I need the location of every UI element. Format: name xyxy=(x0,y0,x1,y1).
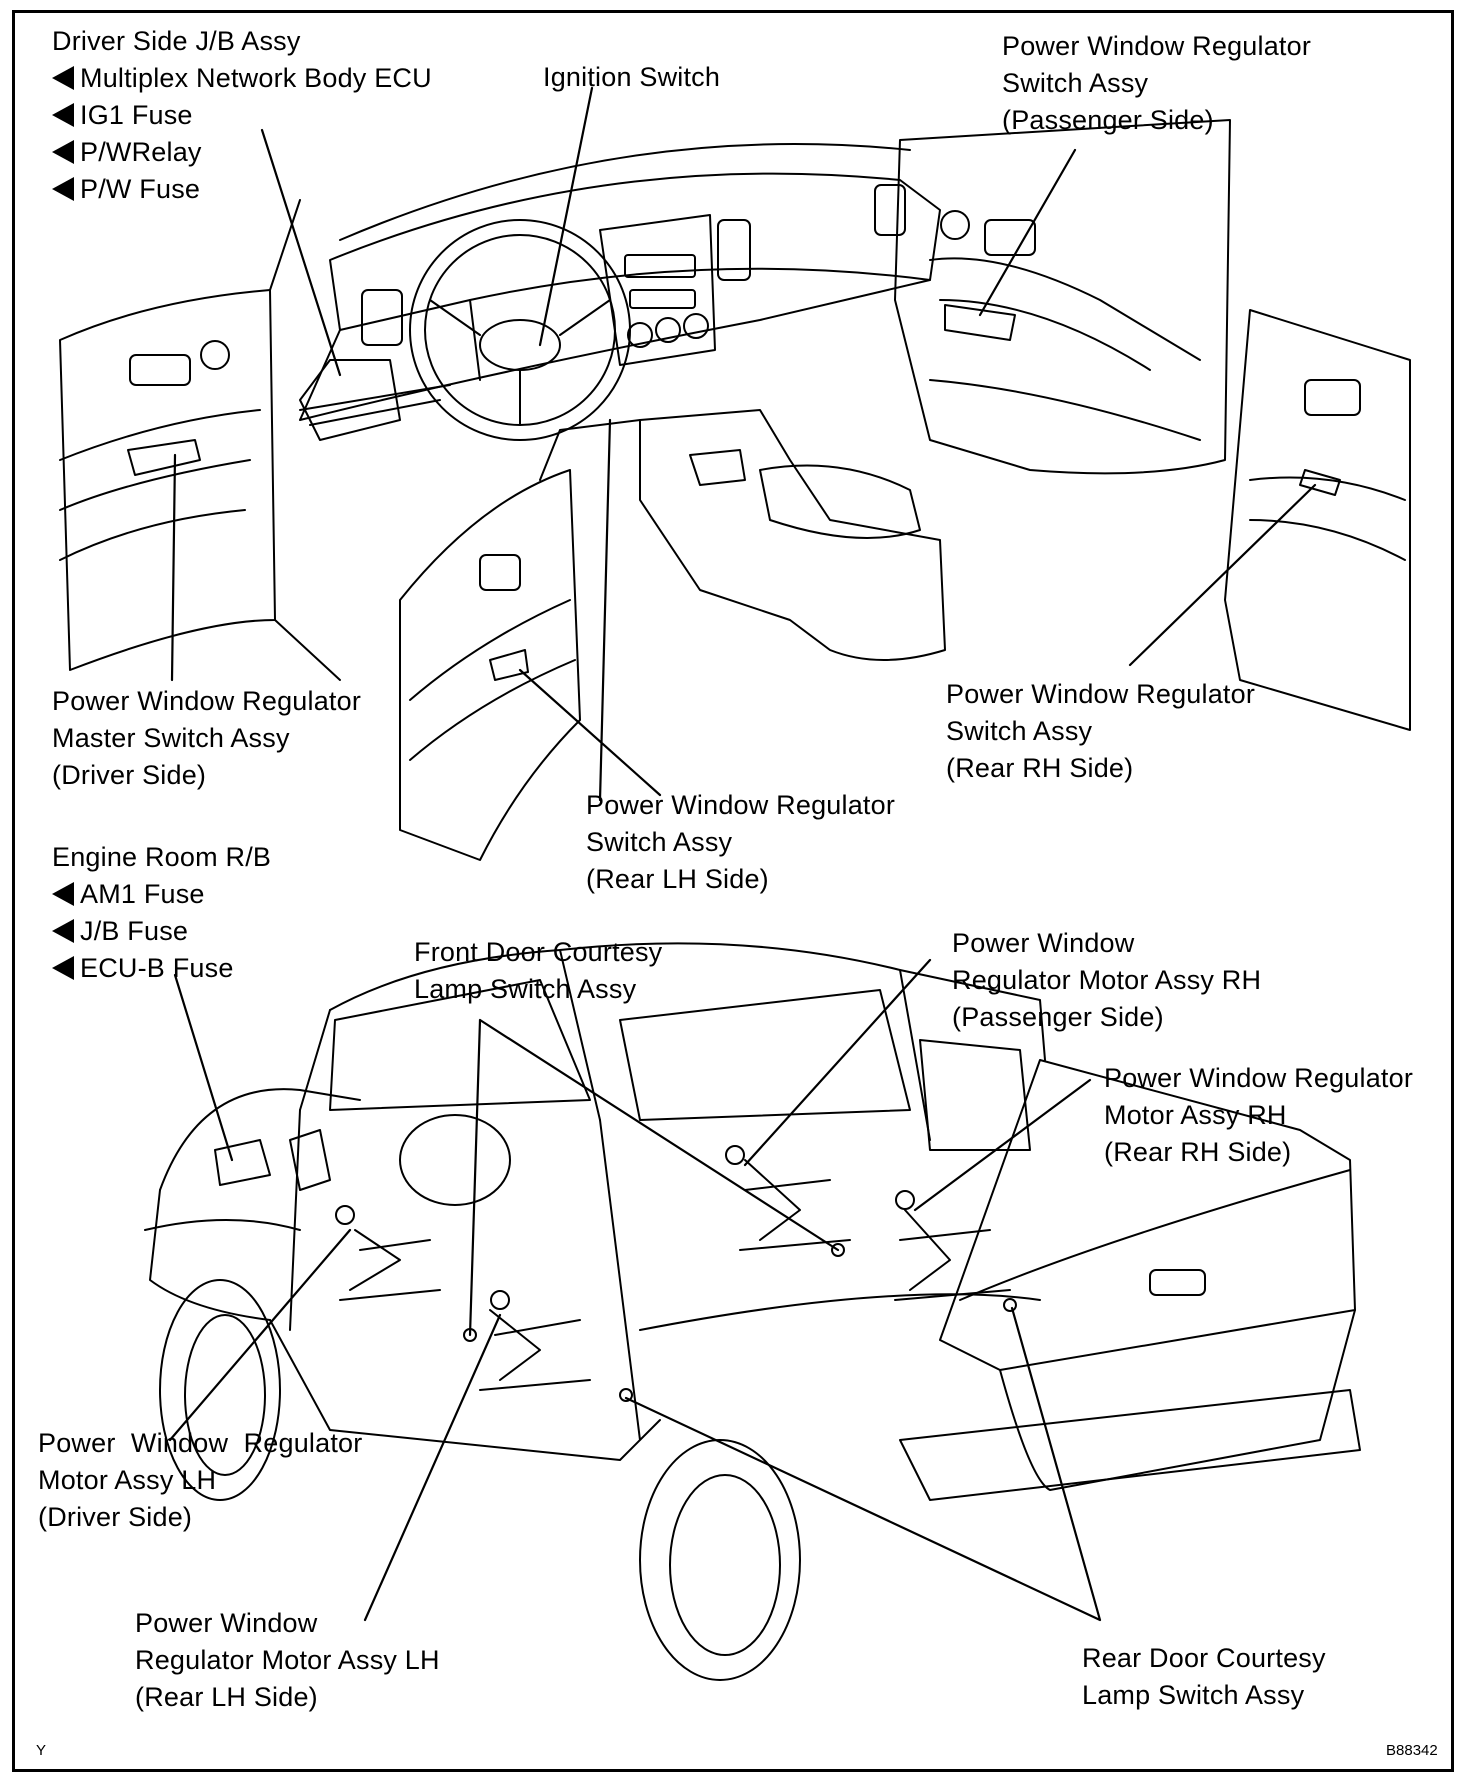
driver-jb-title: Driver Side J/B Assy xyxy=(52,26,301,56)
driver-jb-item: IG1 Fuse xyxy=(80,100,193,130)
pw-motor-lh-driver-label: Power Window Regulator Motor Assy LH (Dr… xyxy=(38,1428,363,1532)
engine-room-item: AM1 Fuse xyxy=(80,879,205,909)
engine-room-item: J/B Fuse xyxy=(80,916,189,946)
diagram-frame xyxy=(12,10,1454,1772)
driver-jb-item: Multiplex Network Body ECU xyxy=(80,63,432,93)
driver-jb-label: Driver Side J/B Assy Multiplex Network B… xyxy=(52,23,432,208)
corner-mark-y: Y xyxy=(36,1742,47,1759)
rear-door-courtesy-label: Rear Door Courtesy Lamp Switch Assy xyxy=(1082,1643,1326,1710)
pw-master-switch-label: Power Window Regulator Master Switch Ass… xyxy=(52,686,362,790)
pointer-arrow-icon xyxy=(52,956,74,980)
pw-motor-rh-passenger-label: Power Window Regulator Motor Assy RH (Pa… xyxy=(952,928,1262,1032)
pw-switch-rear-rh-label: Power Window Regulator Switch Assy (Rear… xyxy=(946,679,1256,783)
pointer-arrow-icon xyxy=(52,66,74,90)
ignition-switch-label: Ignition Switch xyxy=(543,62,721,92)
driver-jb-item: P/W Fuse xyxy=(80,174,201,204)
truck-exterior-drawing xyxy=(144,942,1361,1681)
pointer-arrow-icon xyxy=(52,103,74,127)
pw-switch-rear-lh-label: Power Window Regulator Switch Assy (Rear… xyxy=(586,790,896,894)
engine-room-rb-title: Engine Room R/B xyxy=(52,842,272,872)
pointer-arrow-icon xyxy=(52,177,74,201)
front-door-courtesy-label: Front Door Courtesy Lamp Switch Assy xyxy=(414,937,663,1004)
figure-code: B88342 xyxy=(1386,1742,1438,1759)
pointer-arrow-icon xyxy=(52,140,74,164)
pw-motor-lh-rear-label: Power Window Regulator Motor Assy LH (Re… xyxy=(135,1608,440,1712)
pw-switch-passenger-label: Power Window Regulator Switch Assy (Pass… xyxy=(1002,31,1312,135)
pw-motor-rh-rear-label: Power Window Regulator Motor Assy RH (Re… xyxy=(1104,1063,1414,1167)
pointer-arrow-icon xyxy=(52,919,74,943)
pointer-arrow-icon xyxy=(52,882,74,906)
leader-lines xyxy=(168,86,1317,1622)
driver-jb-item: P/WRelay xyxy=(80,137,202,167)
engine-room-rb-label: Engine Room R/B AM1 Fuse J/B Fuse ECU-B … xyxy=(52,839,271,987)
cabin-interior-drawing xyxy=(59,119,1411,861)
engine-room-item: ECU-B Fuse xyxy=(80,953,234,983)
